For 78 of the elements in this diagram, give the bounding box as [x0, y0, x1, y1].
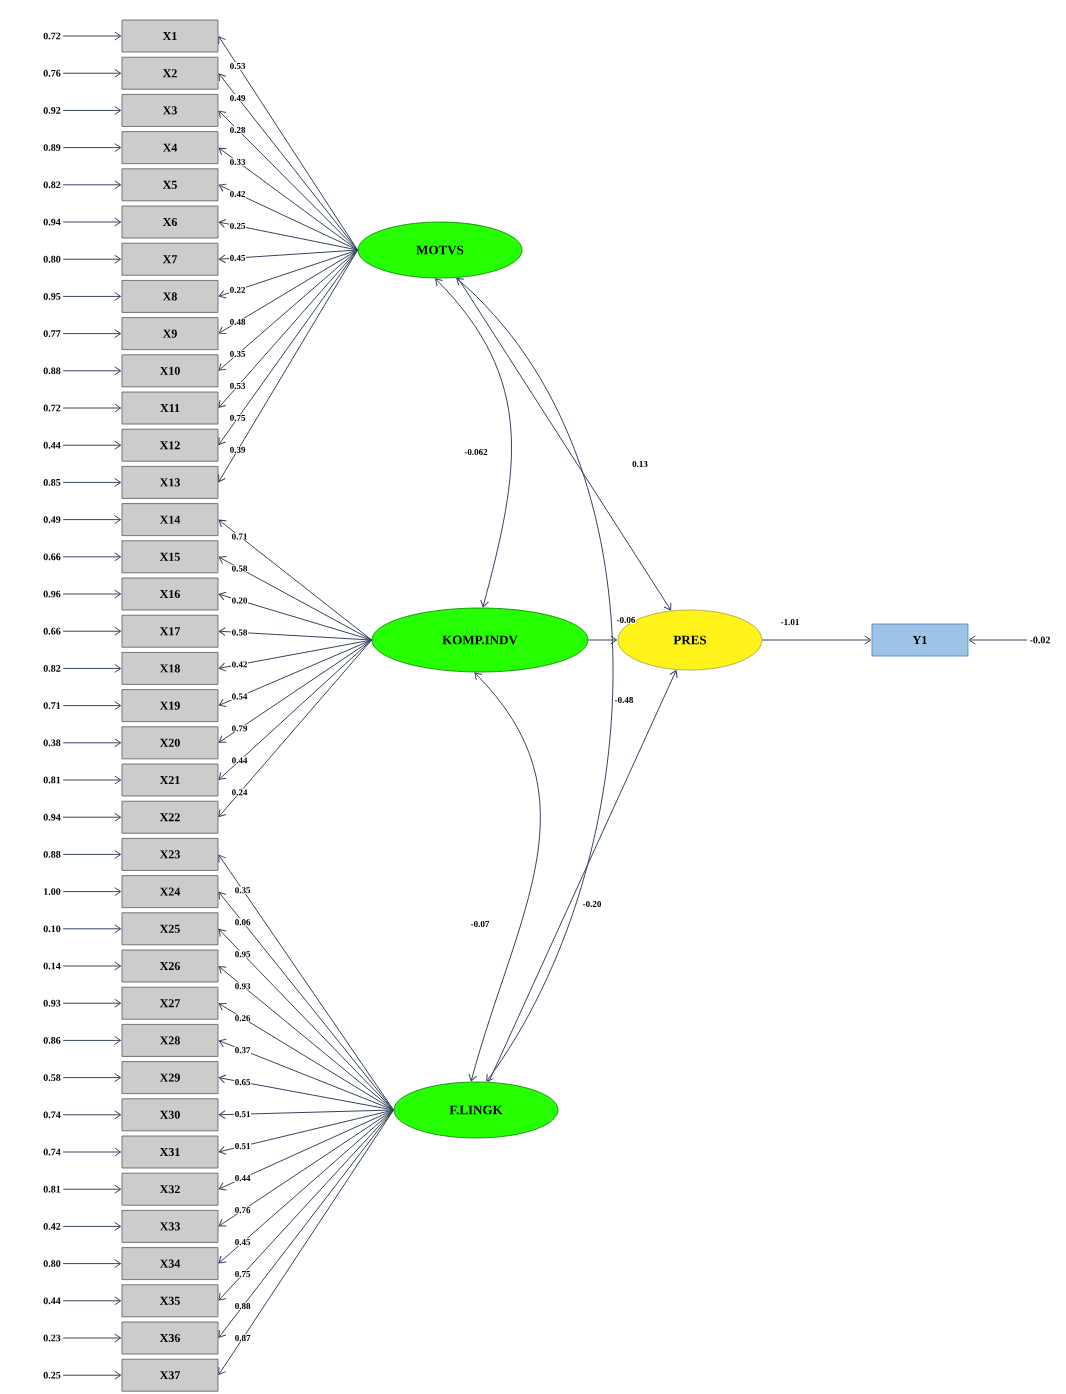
- loading-arrow: [218, 639, 373, 743]
- loading-arrow: [218, 249, 359, 334]
- loading-arrow: [218, 591, 373, 641]
- loading-arrow: [218, 73, 359, 251]
- loading-arrow: [218, 249, 359, 371]
- error-arrow: [62, 1259, 122, 1269]
- error-arrow: [62, 403, 122, 413]
- loading-arrow: [218, 1002, 395, 1111]
- error-arrow: [62, 1110, 122, 1120]
- error-arrow: [62, 217, 122, 227]
- loading-arrow: [218, 110, 359, 251]
- error-arrow: [62, 626, 122, 636]
- loading-arrow: [218, 183, 359, 251]
- error-arrow: [62, 812, 122, 822]
- error-arrow: [62, 775, 122, 785]
- error-arrow: [62, 291, 122, 301]
- loading-arrow: [218, 639, 373, 708]
- error-arrow: [62, 738, 122, 748]
- loading-arrow: [218, 249, 359, 483]
- covariance-arrow: [456, 277, 614, 1082]
- error-arrow: [968, 635, 1028, 645]
- error-arrow: [62, 477, 122, 487]
- error-arrow: [62, 1073, 122, 1083]
- error-arrow: [62, 589, 122, 599]
- error-arrow: [62, 366, 122, 376]
- loading-arrow: [218, 249, 359, 408]
- loading-arrow: [218, 218, 359, 251]
- path-arrow: [587, 635, 618, 645]
- error-arrow: [62, 663, 122, 673]
- error-arrow: [62, 924, 122, 934]
- path-arrow: [488, 670, 678, 1083]
- error-arrow: [62, 961, 122, 971]
- loading-arrow: [218, 1109, 395, 1191]
- loading-arrow: [218, 966, 395, 1111]
- error-arrow: [62, 849, 122, 859]
- error-arrow: [62, 1221, 122, 1231]
- loading-arrow: [218, 1109, 395, 1227]
- error-arrow: [62, 105, 122, 115]
- error-arrow: [62, 1296, 122, 1306]
- error-arrow: [62, 1370, 122, 1380]
- loading-arrow: [218, 1074, 395, 1111]
- loading-arrow: [218, 928, 395, 1111]
- error-arrow: [62, 998, 122, 1008]
- loading-arrow: [218, 639, 373, 818]
- loading-arrow: [218, 1109, 395, 1264]
- error-arrow: [62, 180, 122, 190]
- loading-arrow: [218, 639, 373, 780]
- covariance-arrow: [468, 672, 541, 1082]
- loading-arrow: [218, 1109, 395, 1301]
- loading-arrow: [218, 36, 359, 251]
- error-arrow: [62, 887, 122, 897]
- loading-arrow: [218, 639, 373, 672]
- loading-arrow: [218, 1109, 395, 1120]
- loading-arrow: [218, 147, 359, 251]
- error-arrow: [62, 31, 122, 41]
- loading-arrow: [218, 249, 359, 445]
- error-arrow: [62, 552, 122, 562]
- error-arrow: [62, 1147, 122, 1157]
- loading-arrow: [218, 1038, 395, 1111]
- loading-arrow: [218, 519, 373, 641]
- error-arrow: [62, 1184, 122, 1194]
- error-arrow: [62, 329, 122, 339]
- loading-arrow: [218, 556, 373, 641]
- path-arrow: [761, 635, 872, 645]
- error-arrow: [62, 254, 122, 264]
- loading-arrow: [218, 249, 359, 264]
- error-arrow: [62, 1035, 122, 1045]
- error-arrow: [62, 143, 122, 153]
- loading-arrow: [218, 627, 373, 641]
- loading-arrow: [218, 1109, 395, 1155]
- covariance-arrow: [435, 278, 512, 608]
- error-arrow: [62, 68, 122, 78]
- error-arrow: [62, 440, 122, 450]
- error-arrow: [62, 701, 122, 711]
- error-arrow: [62, 515, 122, 525]
- error-arrow: [62, 1333, 122, 1343]
- path-arrow: [457, 277, 672, 611]
- loading-arrow: [218, 249, 359, 299]
